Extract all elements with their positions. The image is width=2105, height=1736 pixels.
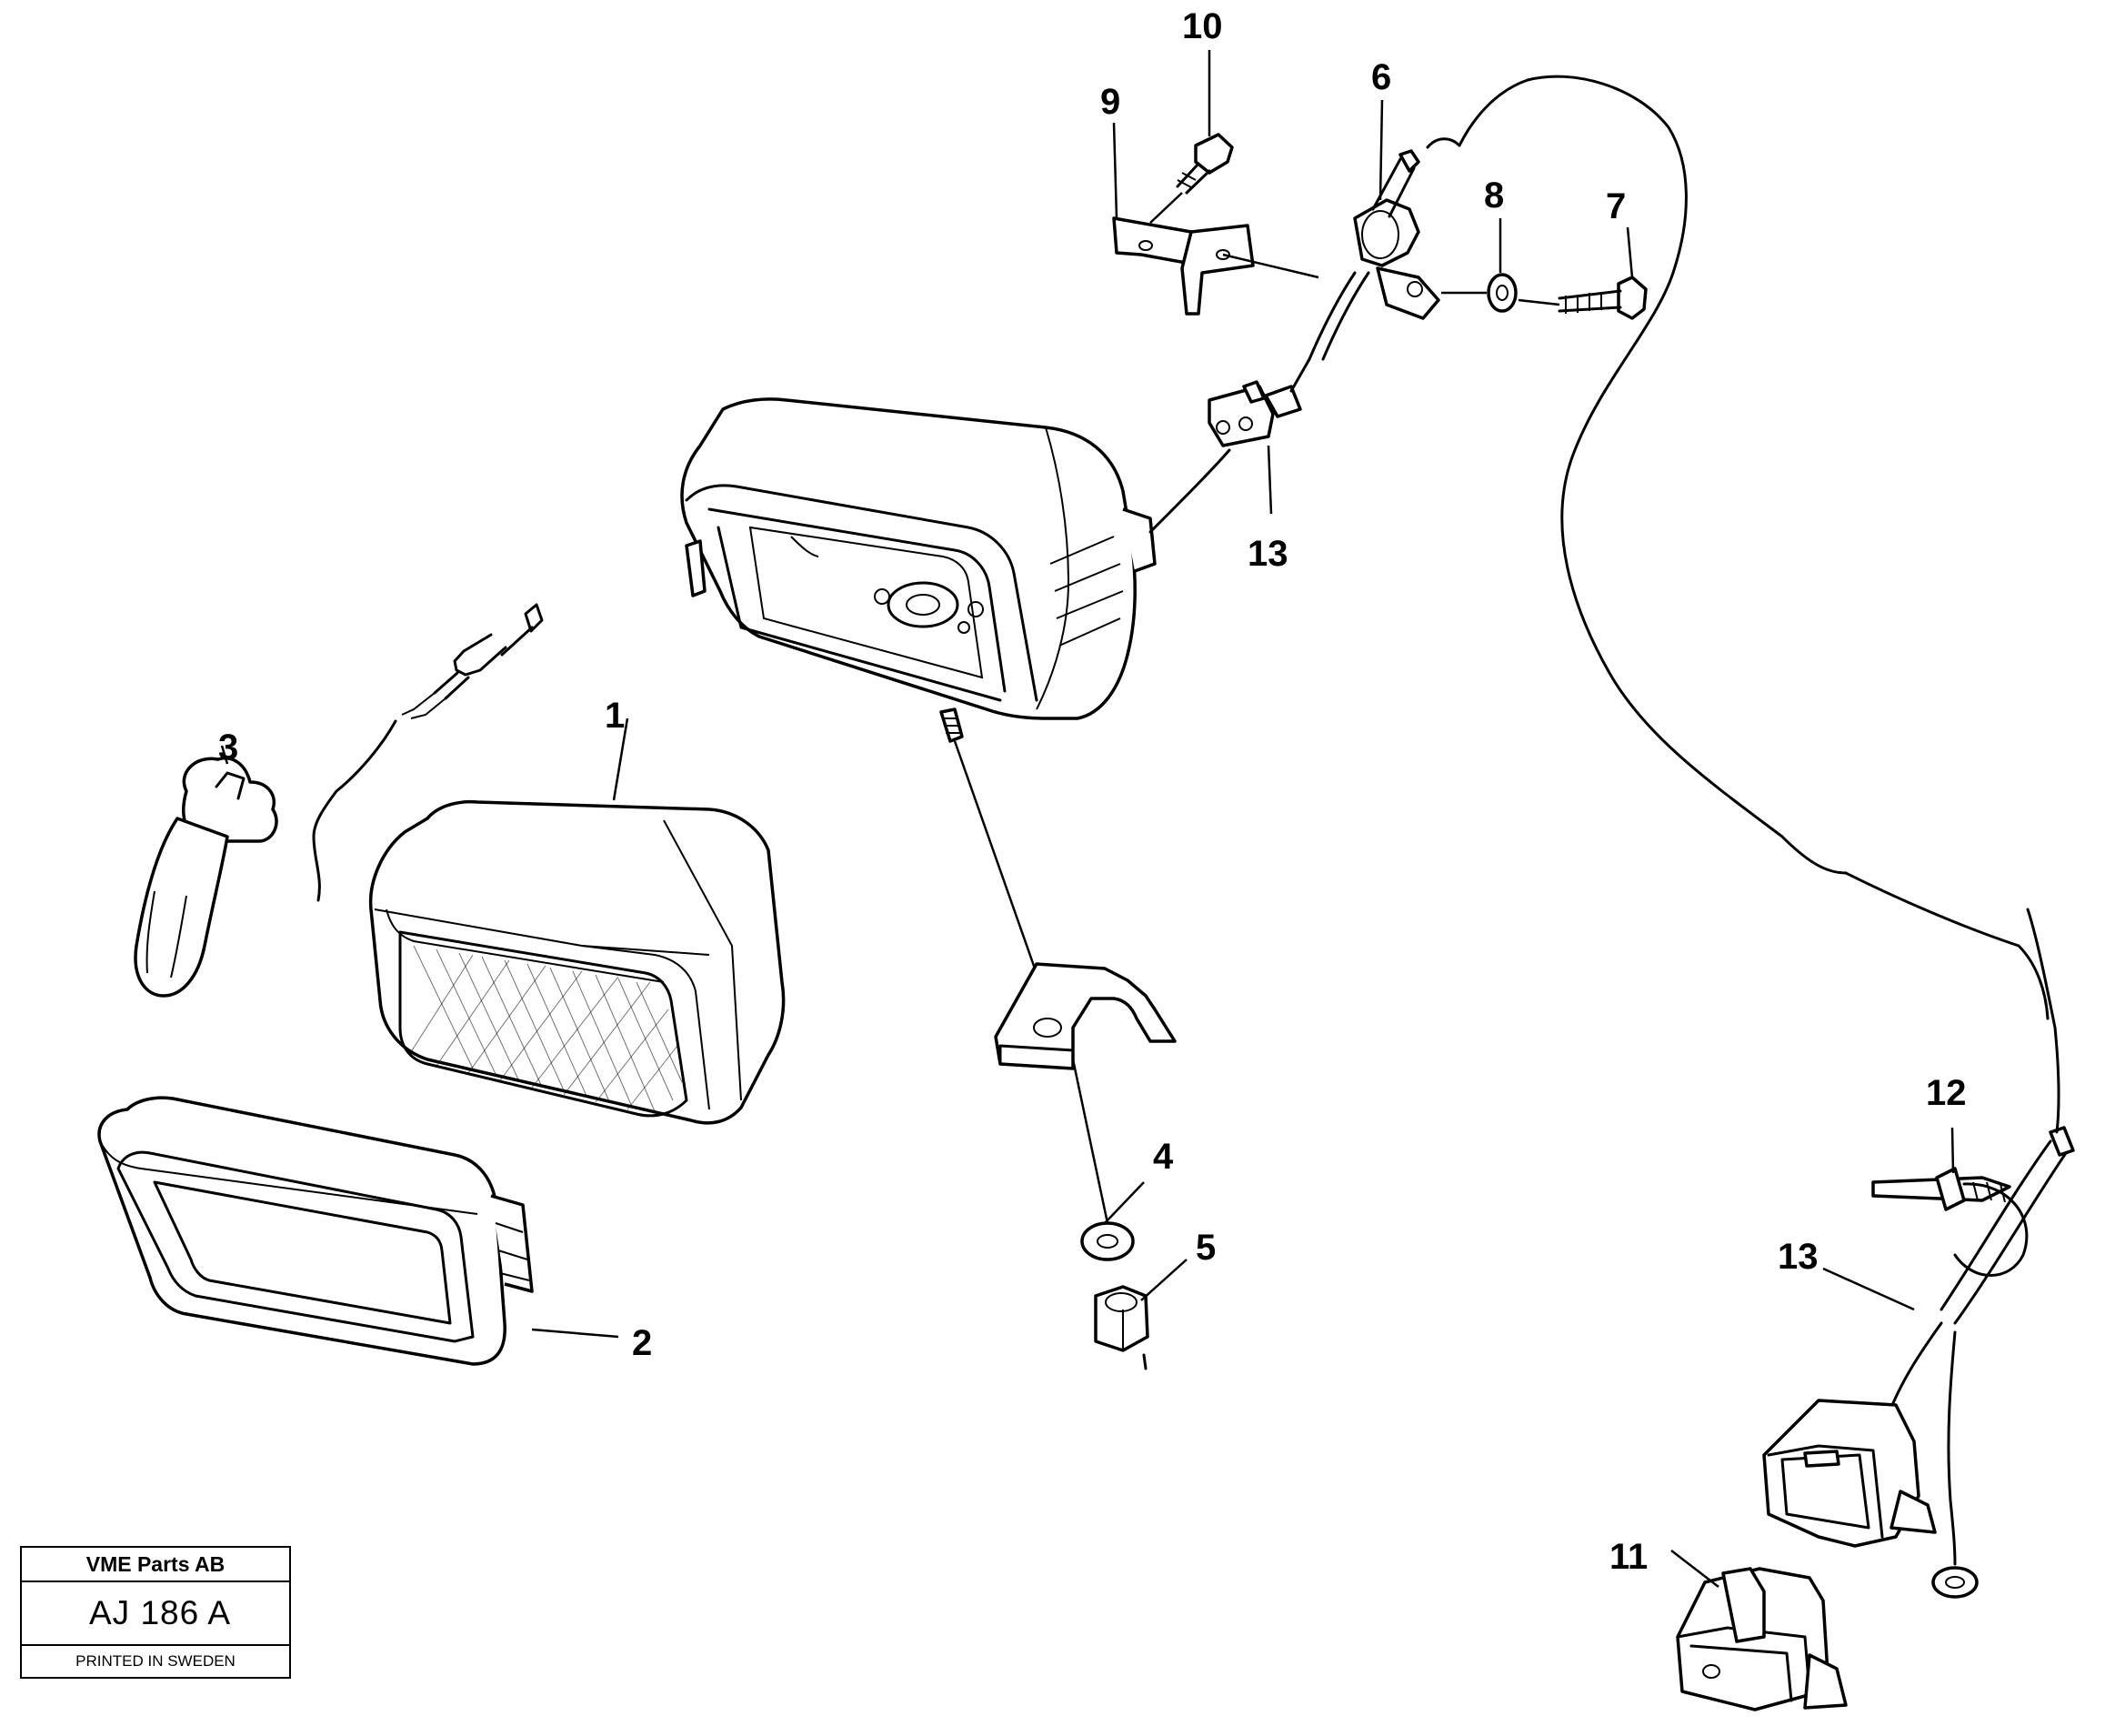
lamp-frame xyxy=(97,1096,619,1366)
lamp-housing xyxy=(680,397,1157,1065)
callout-13-lower: 13 xyxy=(1778,1237,1819,1277)
callout-3: 3 xyxy=(218,728,238,768)
callout-13-upper: 13 xyxy=(1248,534,1288,574)
callout-leaders xyxy=(220,50,1955,1588)
connector-lower xyxy=(1762,1321,1979,1599)
connector-part-11 xyxy=(1676,1567,1848,1711)
screw xyxy=(1518,276,1648,320)
company-name: VME Parts AB xyxy=(22,1548,289,1582)
printed-note: PRINTED IN SWEDEN xyxy=(75,1652,236,1670)
callout-10: 10 xyxy=(1182,6,1223,46)
washer xyxy=(1071,1059,1135,1261)
callout-7: 7 xyxy=(1606,186,1626,226)
cable-top xyxy=(1148,75,1848,875)
mounting-bracket xyxy=(994,962,1177,1070)
callout-9: 9 xyxy=(1100,82,1120,122)
drawing-code: AJ 186 A xyxy=(22,1582,289,1646)
bulb-assembly xyxy=(134,603,544,998)
nut xyxy=(1094,1285,1149,1370)
callout-labels: 1 2 3 4 5 6 7 8 9 10 11 12 13 13 xyxy=(218,6,1967,1577)
callout-6: 6 xyxy=(1371,57,1391,97)
callout-11: 11 xyxy=(1609,1537,1648,1577)
cable-tie xyxy=(1844,871,2075,1325)
callout-4: 4 xyxy=(1153,1137,1174,1177)
callout-8: 8 xyxy=(1484,176,1504,216)
callout-5: 5 xyxy=(1196,1228,1216,1268)
bolt xyxy=(1149,133,1234,224)
callout-2: 2 xyxy=(632,1323,652,1363)
callout-12: 12 xyxy=(1926,1073,1967,1113)
small-bracket xyxy=(1112,216,1319,316)
callout-1: 1 xyxy=(605,696,625,736)
lamp-lens xyxy=(368,799,786,1125)
lens-hatching xyxy=(408,945,683,1112)
washer-small xyxy=(1441,273,1518,313)
title-block: VME Parts AB AJ 186 A PRINTED IN SWEDEN xyxy=(20,1546,291,1679)
